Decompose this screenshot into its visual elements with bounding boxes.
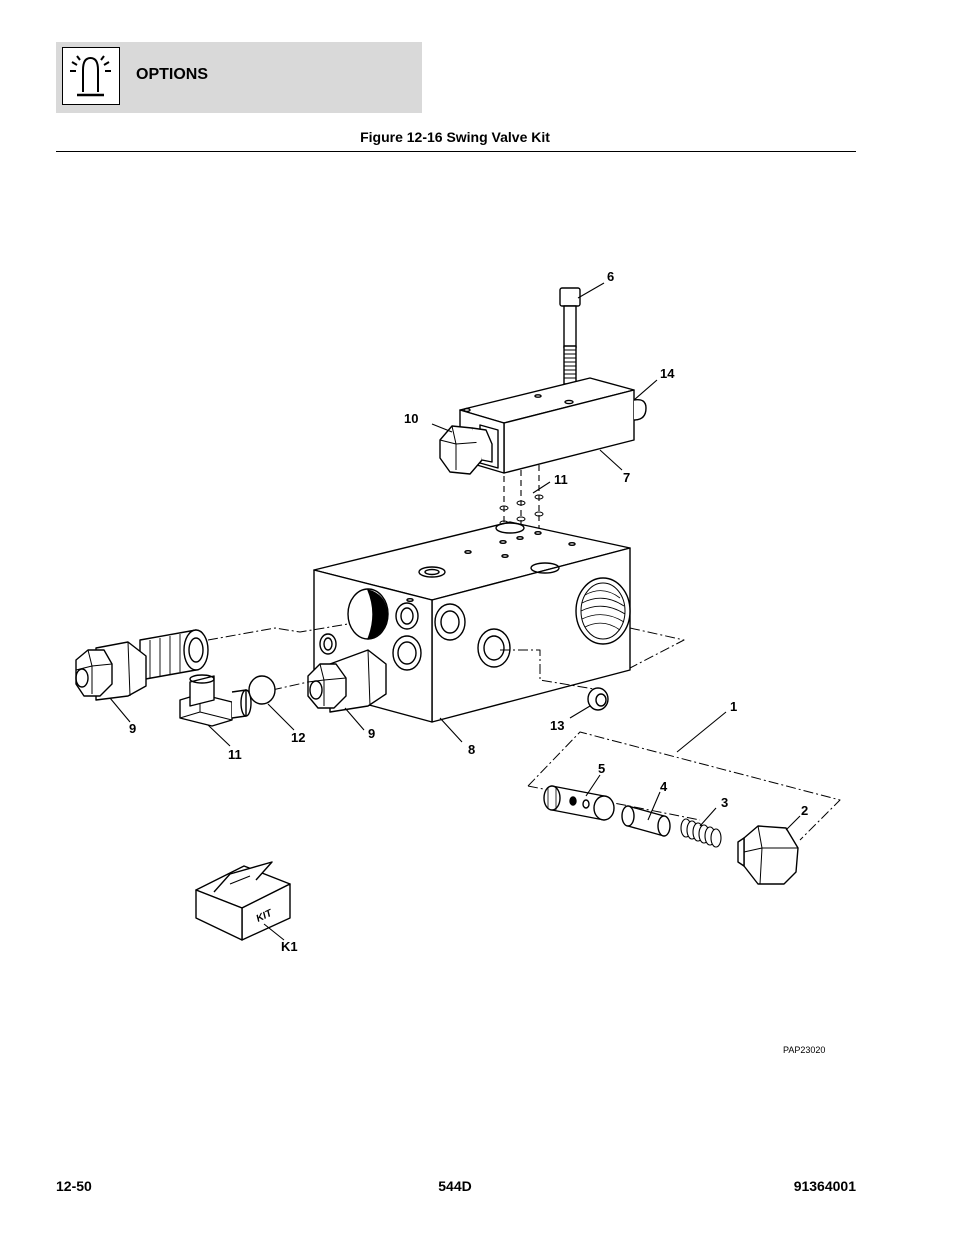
beacon-light-icon <box>62 47 120 105</box>
page-number: 12-50 <box>56 1178 92 1194</box>
poppet-part <box>621 805 671 837</box>
callout-1: 1 <box>730 699 737 714</box>
kit-box-part <box>195 861 291 941</box>
cartridge-valve-part-left <box>75 629 209 701</box>
callout-11-top: 11 <box>554 472 568 487</box>
figure-title-text: Figure 12-16 Swing Valve Kit <box>360 129 550 145</box>
callout-4: 4 <box>660 779 668 794</box>
section-title: OPTIONS <box>136 66 209 83</box>
spring-part <box>680 818 722 848</box>
manifold-block-part <box>313 521 631 723</box>
solenoid-valve-part <box>439 377 647 475</box>
callout-12: 12 <box>291 730 305 745</box>
callout-9-center: 9 <box>368 726 375 741</box>
orifice-disc-part <box>248 675 276 705</box>
callout-9-left: 9 <box>129 721 136 736</box>
callout-10: 10 <box>404 411 418 426</box>
elbow-fitting-part <box>179 674 252 727</box>
title-rule <box>56 151 856 152</box>
callout-7: 7 <box>623 470 630 485</box>
callout-5: 5 <box>598 761 605 776</box>
document-number: 91364001 <box>793 1178 856 1194</box>
callout-11-bottom: 11 <box>228 747 242 762</box>
plug-part <box>587 687 609 711</box>
figure-title: Figure 12-16 Swing Valve Kit <box>0 129 954 145</box>
callout-2: 2 <box>801 803 808 818</box>
sleeve-part <box>543 785 615 821</box>
cartridge-valve-part-center <box>307 649 387 713</box>
hex-plug-part <box>737 825 799 885</box>
callout-3: 3 <box>721 795 728 810</box>
callout-14: 14 <box>660 366 675 381</box>
drawing-code: PAP23020 <box>783 1045 825 1055</box>
model-name: 544D <box>0 1178 954 1194</box>
callout-6: 6 <box>607 269 614 284</box>
callout-8: 8 <box>468 742 475 757</box>
callout-13: 13 <box>550 718 564 733</box>
model-name-text: 544D <box>438 1178 472 1194</box>
cap-screw-part <box>559 287 581 385</box>
callout-k1: K1 <box>281 939 298 954</box>
